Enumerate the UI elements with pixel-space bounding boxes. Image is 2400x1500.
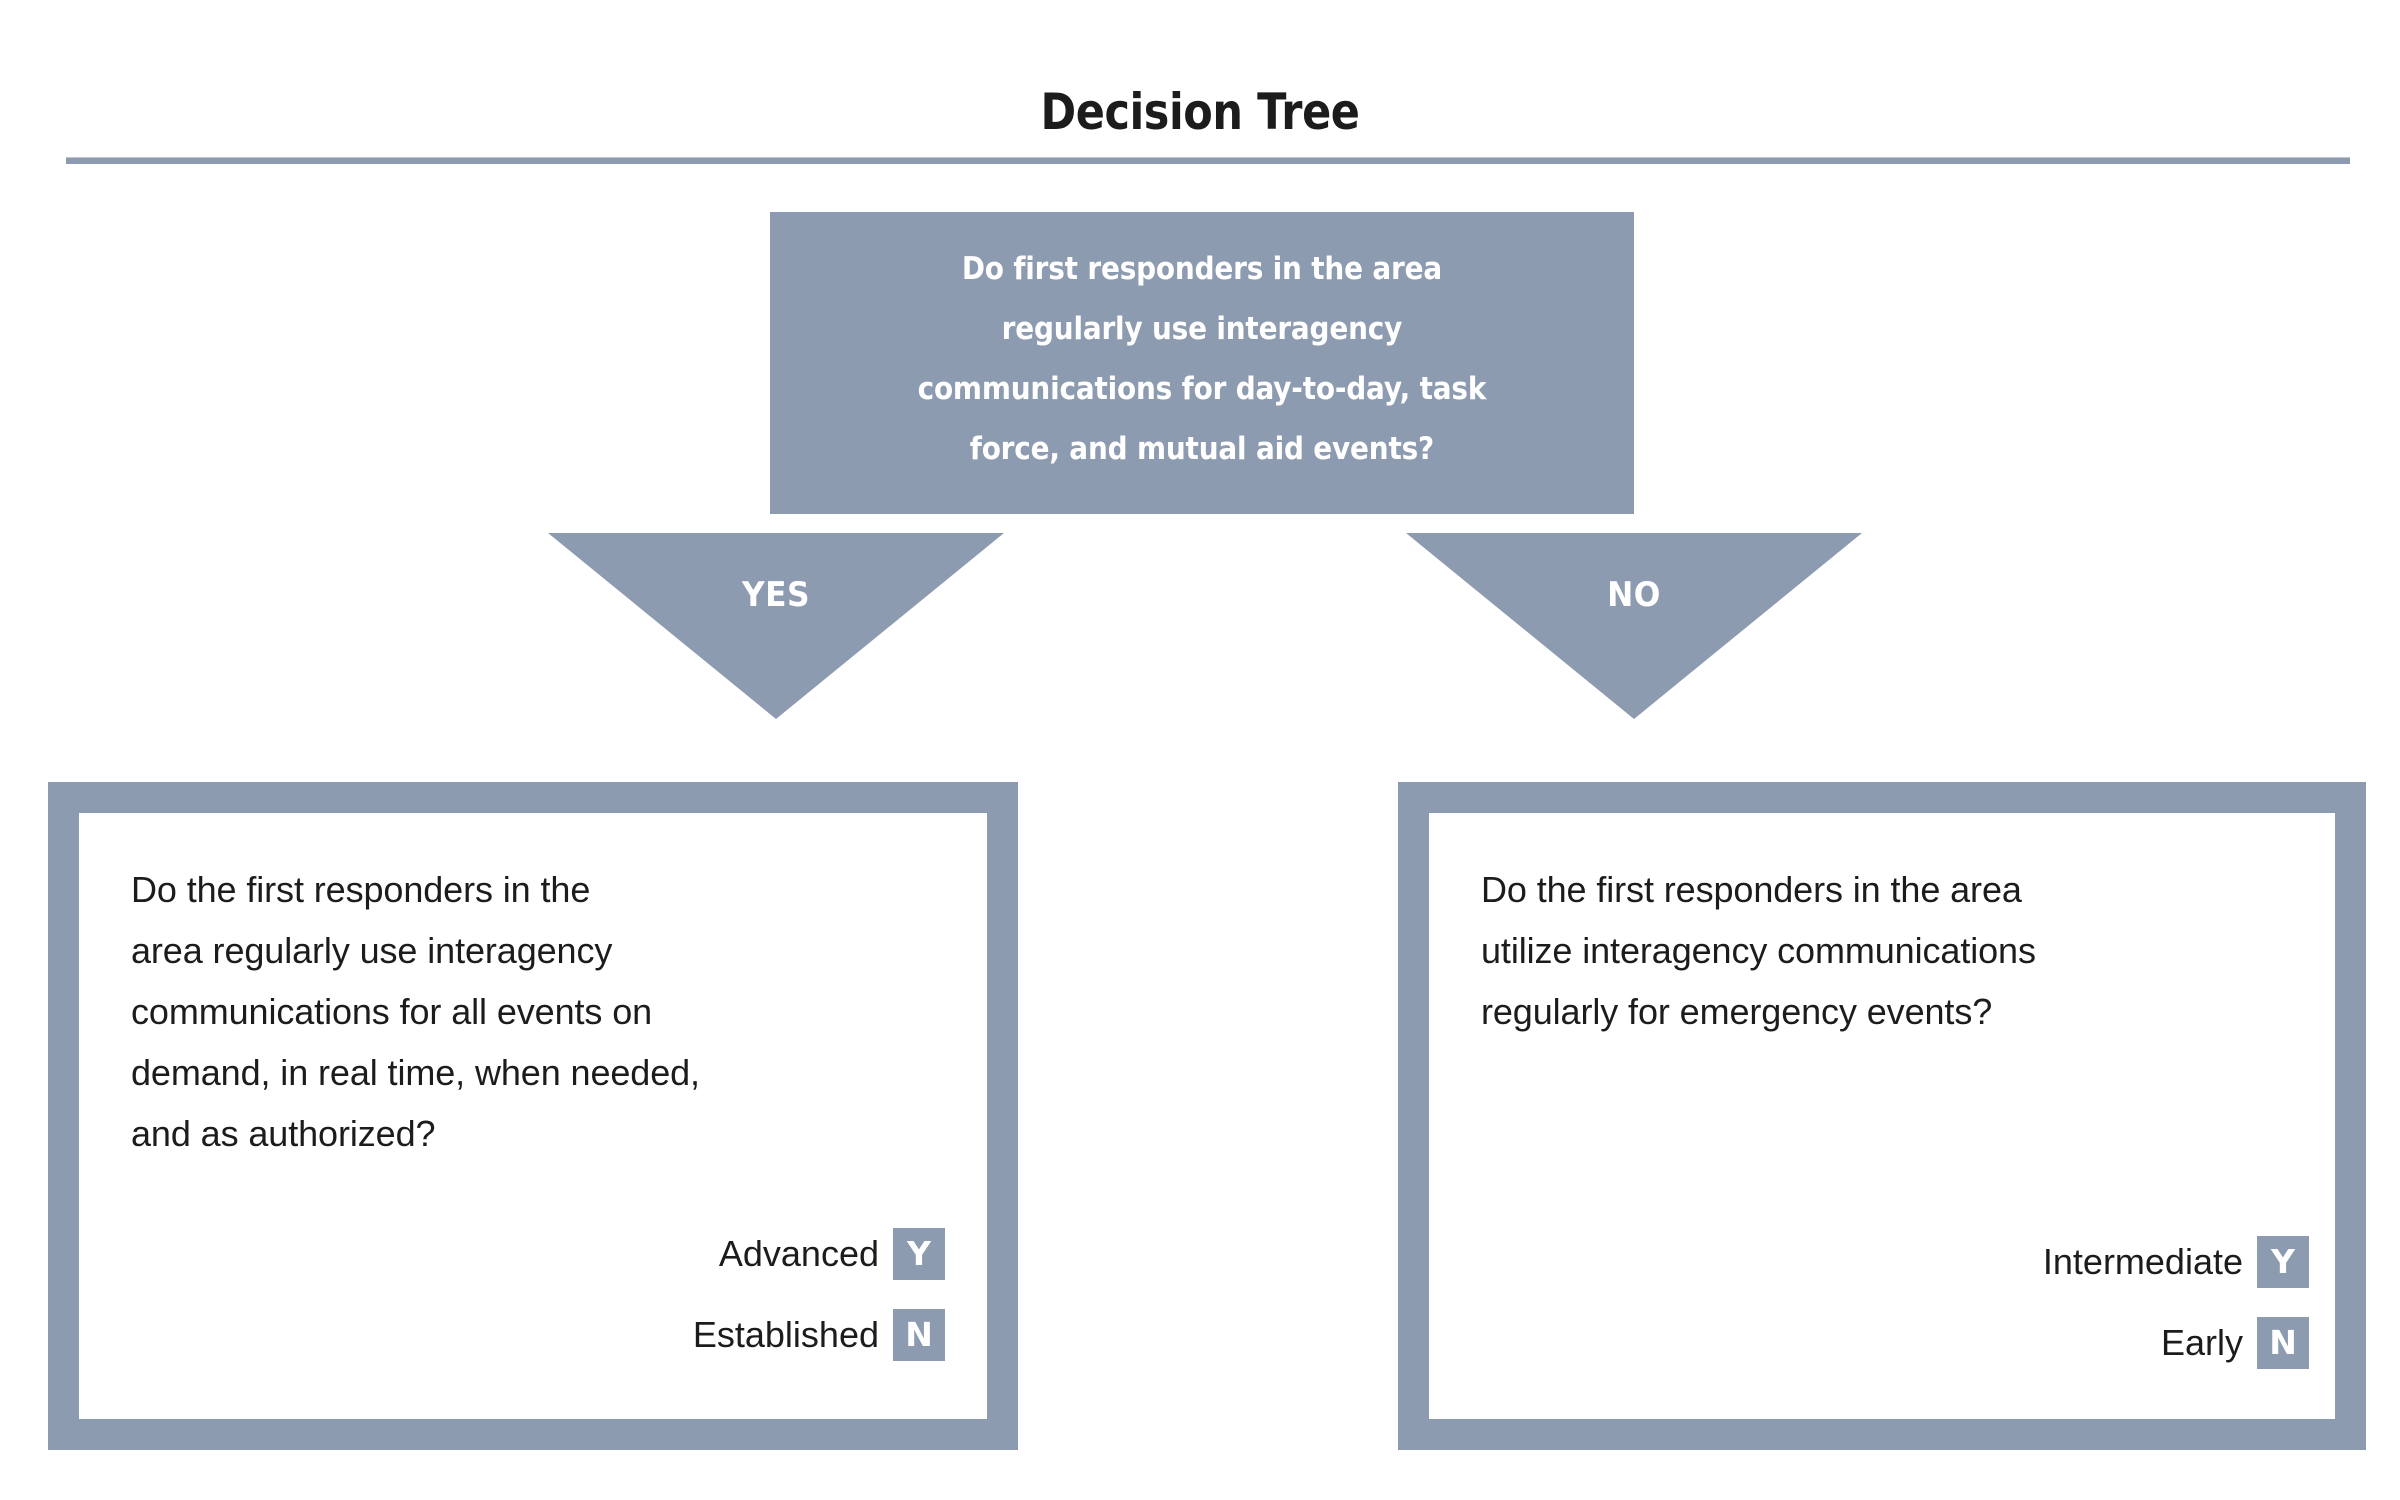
outcome-inner-yes: Do the first responders in the area regu… [79, 813, 987, 1419]
result-row: Intermediate Y [2043, 1236, 2309, 1288]
outcome-question-yes: Do the first responders in the area regu… [131, 869, 700, 1154]
page-title: Decision Tree [1040, 83, 1360, 141]
result-label-early: Early [2160, 1322, 2243, 1363]
result-label-intermediate: Intermediate [2042, 1241, 2243, 1282]
result-row: Early N [2161, 1317, 2309, 1369]
outcome-box-yes: Do the first responders in the area regu… [48, 782, 1018, 1450]
result-row: Advanced Y [719, 1228, 945, 1280]
result-badge-no: N [893, 1309, 945, 1361]
outcome-question-no: Do the first responders in the area util… [1481, 869, 2036, 1032]
result-badge-yes: Y [2257, 1236, 2309, 1288]
root-question-text: Do first responders in the area regularl… [917, 251, 1487, 467]
result-label-established: Established [692, 1314, 879, 1355]
outcome-box-no: Do the first responders in the area util… [1398, 782, 2366, 1450]
down-triangle-arrow-icon [1406, 533, 1862, 719]
result-row: Established N [693, 1309, 945, 1361]
outcome-results-yes: Advanced Y Established N [693, 1228, 945, 1361]
branch-arrow-no: NO [1406, 533, 1862, 719]
branch-arrow-yes: YES [548, 533, 1004, 719]
outcome-inner-no: Do the first responders in the area util… [1429, 813, 2335, 1419]
outcome-results-no: Intermediate Y Early N [2043, 1236, 2309, 1369]
result-badge-yes: Y [893, 1228, 945, 1280]
title-divider [66, 157, 2350, 164]
result-badge-no: N [2257, 1317, 2309, 1369]
branch-label-yes: YES [742, 575, 810, 615]
branch-label-no: NO [1607, 575, 1661, 615]
down-triangle-arrow-icon [548, 533, 1004, 719]
result-label-advanced: Advanced [718, 1233, 879, 1274]
root-question-box: Do first responders in the area regularl… [770, 212, 1634, 514]
